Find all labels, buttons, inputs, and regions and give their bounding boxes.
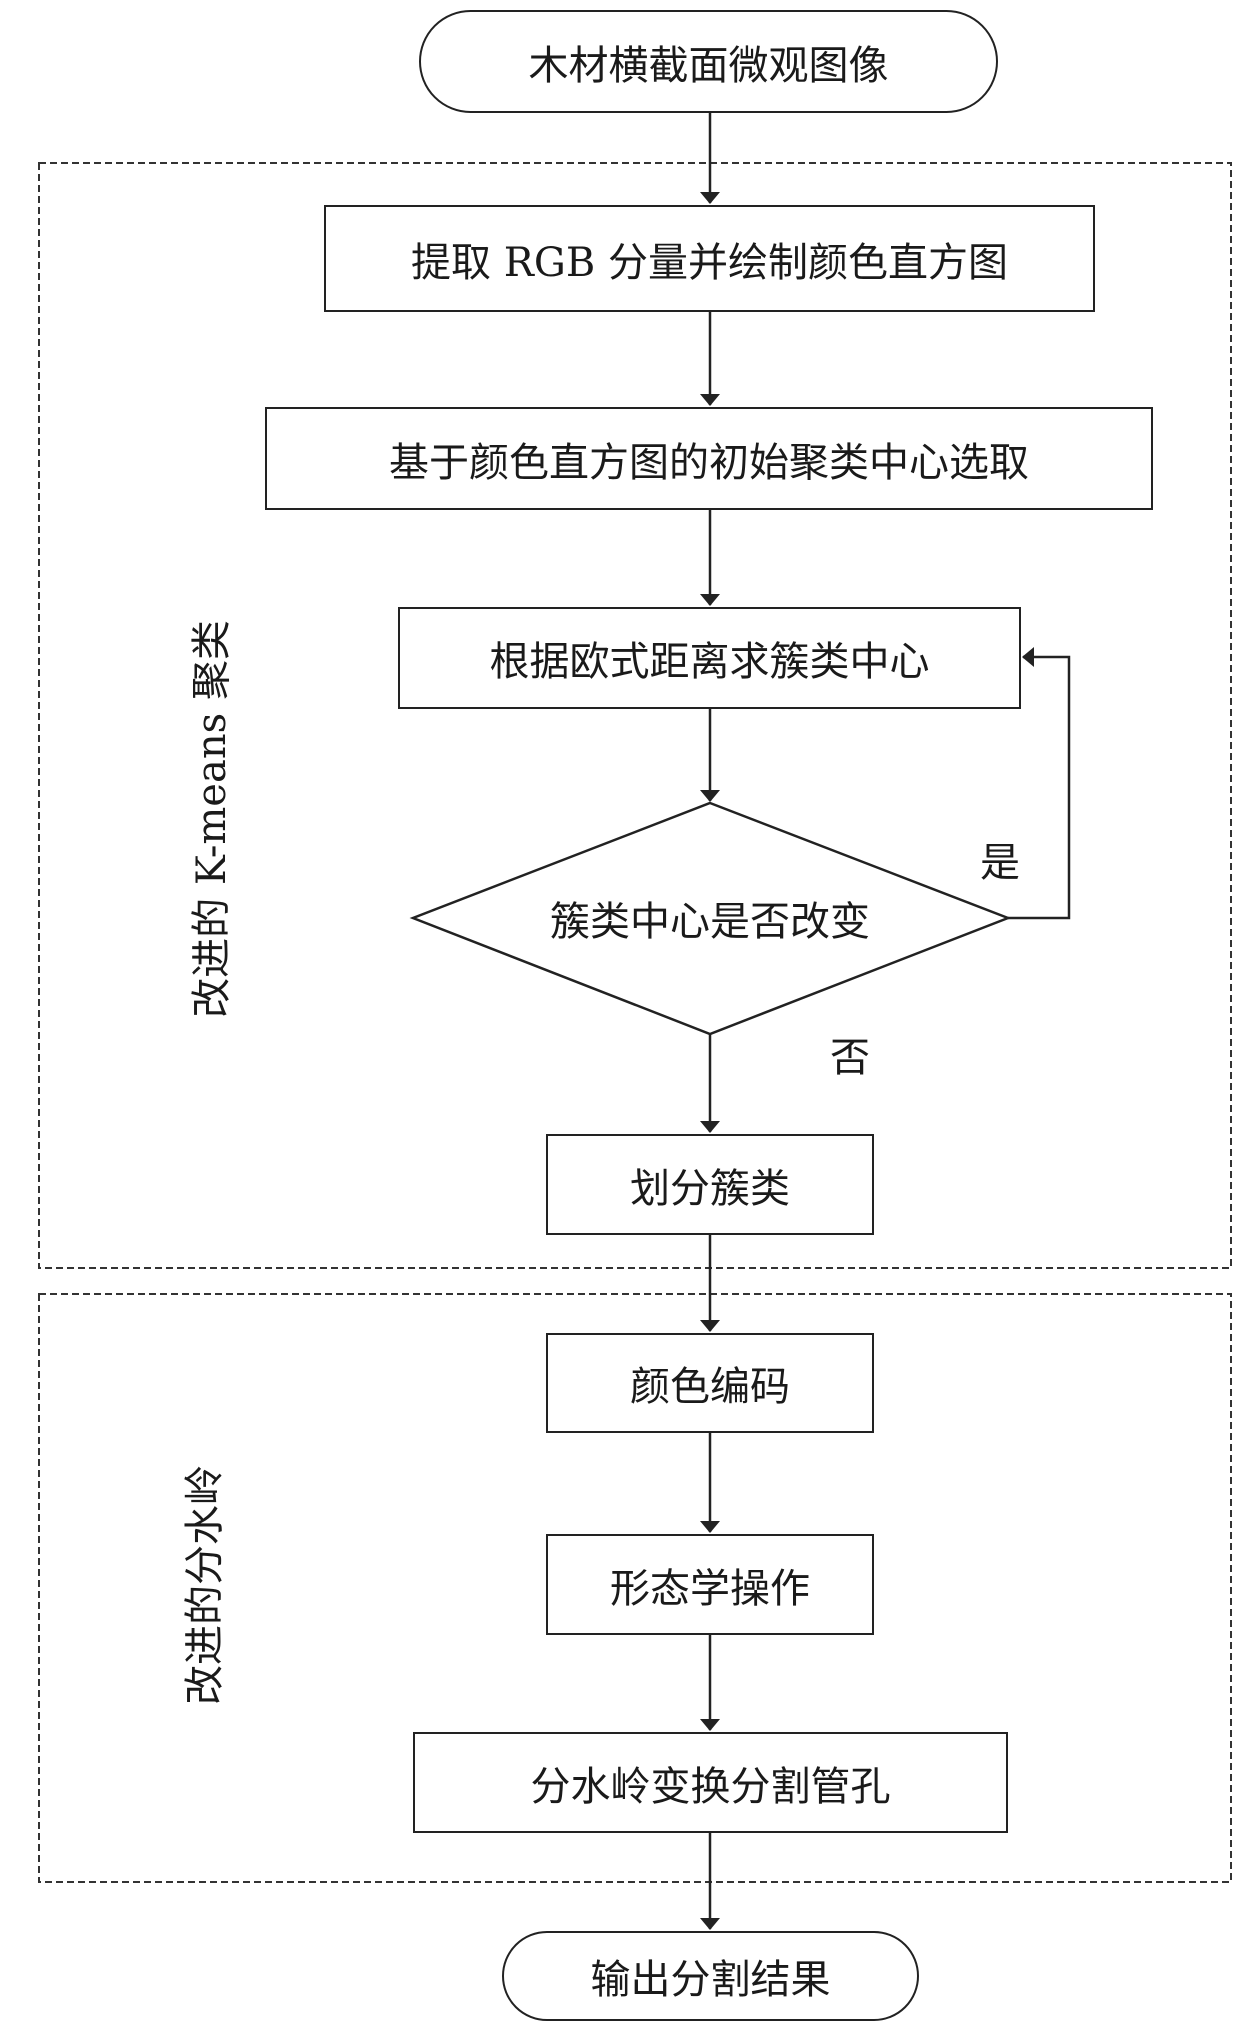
- step-extract-rgb: 提取 RGB 分量并绘制颜色直方图: [324, 205, 1095, 312]
- end-terminal: 输出分割结果: [502, 1931, 919, 2021]
- decision-diamond: [409, 801, 1012, 1036]
- decision-no-label: 否: [830, 1035, 870, 1081]
- step-initial-centers: 基于颜色直方图的初始聚类中心选取: [265, 407, 1153, 510]
- group-watershed-label: 改进的分水岭: [182, 1465, 228, 1705]
- step-partition-clusters: 划分簇类: [546, 1134, 874, 1235]
- step-morphology: 形态学操作: [546, 1534, 874, 1635]
- step-color-coding: 颜色编码: [546, 1333, 874, 1433]
- step-compute-centers: 根据欧式距离求簇类中心: [398, 607, 1021, 709]
- group-kmeans-label: 改进的 K-means 聚类: [189, 620, 235, 1018]
- start-terminal: 木材横截面微观图像: [419, 10, 998, 113]
- group-kmeans-border: [38, 162, 1232, 1269]
- decision-yes-label: 是: [980, 840, 1020, 886]
- group-watershed-border: [38, 1293, 1232, 1883]
- step-watershed-transform: 分水岭变换分割管孔: [413, 1732, 1008, 1833]
- decision-text: 簇类中心是否改变: [550, 899, 870, 945]
